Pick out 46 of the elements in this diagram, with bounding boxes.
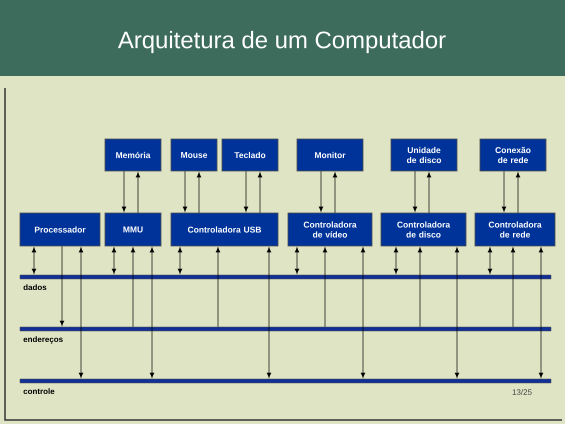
component-box: Controladora USB [170,212,278,246]
arrow [32,247,36,274]
arrow [182,171,188,212]
arrow [258,172,262,213]
arrow [266,247,272,378]
slide-title: Arquitetura de um Computador [118,30,446,54]
arrow [60,246,64,326]
arrow [516,172,520,213]
component-box: MMU [104,212,162,246]
component-box: Monitor [296,138,364,172]
arrow [538,247,544,378]
arrow [502,171,506,212]
component-box: Conexão de rede [480,138,546,172]
arrow [136,172,140,213]
component-box: Controladora de rede [474,212,556,246]
arrow [360,247,366,378]
component-box: Unidade de disco [390,138,458,172]
arrow [112,247,116,274]
arrow [244,171,248,212]
arrow [294,247,300,274]
arrow [130,247,136,328]
arrow [196,172,202,213]
component-box: Mouse [170,138,218,172]
arrow [322,247,328,328]
arrow [412,171,418,212]
component-box: Processador [20,212,100,246]
component-box: Controladora de disco [380,212,466,246]
arrow [418,247,422,328]
arrow [150,247,154,378]
component-box: Teclado [222,138,278,172]
arrow [454,247,460,378]
arrow [178,247,182,274]
bus-bar [20,326,552,332]
arrow [318,171,324,212]
component-box: Controladora de vídeo [288,212,372,246]
arrow [394,247,398,274]
arrow [78,247,84,378]
component-box: Memória [104,138,162,172]
arrow [216,247,220,328]
arrow [488,247,492,274]
arrow [510,247,516,328]
arrow [332,172,338,213]
bus-bar [20,274,552,280]
arrow [426,172,432,213]
arrow [122,171,126,212]
bus-bar [20,378,552,384]
